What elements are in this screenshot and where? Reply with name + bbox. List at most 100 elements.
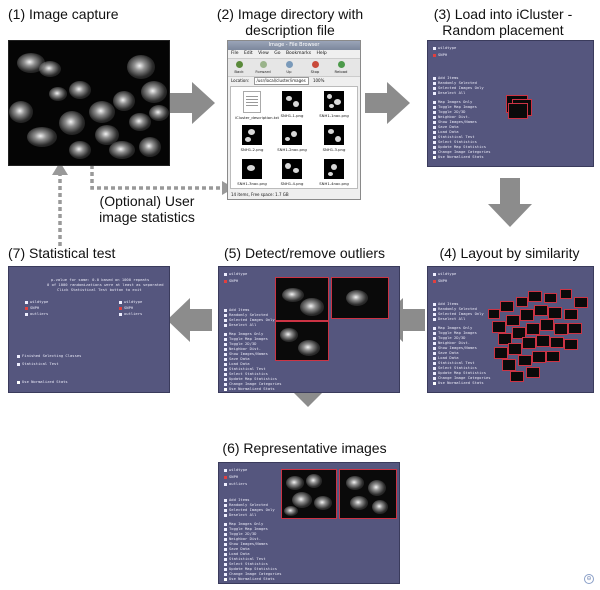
group-b-toggle[interactable]: SNPH <box>433 278 447 283</box>
stats-group-b-left[interactable]: SNPH <box>25 305 39 310</box>
image-thumbnail[interactable] <box>494 347 508 359</box>
image-thumbnail[interactable] <box>512 327 526 339</box>
image-thumbnail[interactable] <box>516 297 528 307</box>
menu-randomly-selected[interactable]: Randomly Selected <box>224 312 268 317</box>
menu-show-images[interactable]: Show Images/Names <box>224 351 268 356</box>
menu-deselect-all[interactable]: Deselect All <box>433 316 465 321</box>
menu-view[interactable]: View <box>258 51 269 56</box>
image-thumbnail[interactable] <box>532 351 546 363</box>
menu-save-data[interactable]: Save Data <box>224 356 250 361</box>
menu-map-images-only[interactable]: Map Images Only <box>433 99 472 104</box>
zoom-level[interactable]: 100% <box>312 78 325 83</box>
group-a-toggle[interactable]: wildtype <box>224 271 247 276</box>
file-item[interactable]: iCluster_description.txt <box>235 91 279 120</box>
group-a-toggle[interactable]: wildtype <box>433 45 456 50</box>
file-item[interactable]: SNH1-2.png <box>235 125 269 152</box>
menu-add-items[interactable]: Add Items <box>224 307 250 312</box>
menu-use-normalized-stats[interactable]: Use Normalized Stats <box>433 380 484 385</box>
group-b-toggle[interactable]: SNPH <box>224 474 238 479</box>
stats-outliers-right[interactable]: outliers <box>119 311 142 316</box>
menu-use-normalized-stats[interactable]: Use Normalized Stats <box>224 576 275 581</box>
menu-statistical-test[interactable]: Statistical Test <box>433 134 475 139</box>
file-item[interactable]: SNH1-3noc.png <box>235 159 269 186</box>
outliers-toggle[interactable]: outliers <box>224 481 247 486</box>
location-input[interactable]: /usr/local/cluster/images <box>253 77 309 85</box>
menu-save-data[interactable]: Save Data <box>433 350 459 355</box>
menu-neighbor-dist[interactable]: Neighbor Dist. <box>433 340 470 345</box>
group-a-toggle[interactable]: wildtype <box>433 271 456 276</box>
menu-selected-images-only[interactable]: Selected Images Only <box>433 85 484 90</box>
menu-neighbor-dist[interactable]: Neighbor Dist. <box>433 114 470 119</box>
menu-help[interactable]: Help <box>316 51 327 56</box>
menu-toggle-map-images[interactable]: Toggle Map Images <box>433 330 477 335</box>
menu-map-images-only[interactable]: Map Images Only <box>224 331 263 336</box>
file-item[interactable]: SNH1-4.png <box>275 159 309 186</box>
menu-neighbor-dist[interactable]: Neighbor Dist. <box>224 346 261 351</box>
menu-randomly-selected[interactable]: Randomly Selected <box>433 306 477 311</box>
image-thumbnail[interactable] <box>510 371 524 382</box>
menu-toggle-map-images[interactable]: Toggle Map Images <box>224 526 268 531</box>
menu-deselect-all[interactable]: Deselect All <box>433 90 465 95</box>
image-thumbnail[interactable] <box>536 335 550 347</box>
group-b-toggle[interactable]: SNPH <box>433 52 447 57</box>
file-item[interactable]: SNH1-3.png <box>317 125 351 152</box>
menu-change-image-categories[interactable]: Change Image Categories <box>433 375 491 380</box>
image-thumbnail[interactable] <box>526 367 540 378</box>
stats-group-b-right[interactable]: SNPH <box>119 305 133 310</box>
image-thumbnail[interactable] <box>548 307 562 319</box>
image-thumbnail[interactable] <box>518 355 532 366</box>
menu-update-map-statistics[interactable]: Update Map Statistics <box>433 144 486 149</box>
menu-show-images[interactable]: Show Images/Names <box>433 345 477 350</box>
image-thumbnail[interactable] <box>506 315 520 326</box>
image-thumbnail[interactable] <box>522 337 536 349</box>
menu-select-statistics[interactable]: Select Statistics <box>224 561 268 566</box>
use-normalized-stats-toggle[interactable]: Use Normalized Stats <box>17 379 68 384</box>
menu-toggle-2d3d[interactable]: Toggle 2D/3D <box>224 341 256 346</box>
menu-use-normalized-stats[interactable]: Use Normalized Stats <box>224 386 275 391</box>
menu-statistical-test[interactable]: Statistical Test <box>224 556 266 561</box>
menu-select-statistics[interactable]: Select Statistics <box>433 365 477 370</box>
menu-map-images-only[interactable]: Map Images Only <box>224 521 263 526</box>
image-thumbnail[interactable] <box>574 297 588 308</box>
menu-toggle-2d3d[interactable]: Toggle 2D/3D <box>433 109 465 114</box>
menu-statistical-test[interactable]: Statistical Test <box>224 366 266 371</box>
image-thumbnail[interactable] <box>544 293 557 303</box>
menu-deselect-all[interactable]: Deselect All <box>224 512 256 517</box>
menu-toggle-2d3d[interactable]: Toggle 2D/3D <box>224 531 256 536</box>
menu-selected-images-only[interactable]: Selected Images Only <box>433 311 484 316</box>
stats-outliers-left[interactable]: outliers <box>25 311 48 316</box>
up-button[interactable]: Up <box>280 61 298 74</box>
menu-update-map-statistics[interactable]: Update Map Statistics <box>224 566 277 571</box>
forward-button[interactable]: Forward <box>254 61 272 74</box>
image-thumbnail[interactable] <box>528 291 542 302</box>
menu-neighbor-dist[interactable]: Neighbor Dist. <box>224 536 261 541</box>
file-item[interactable]: SNH1-2noc.png <box>275 125 309 152</box>
image-thumbnail[interactable] <box>502 359 516 371</box>
menu-edit[interactable]: Edit <box>243 51 253 56</box>
menu-add-items[interactable]: Add Items <box>433 301 459 306</box>
menu-select-statistics[interactable]: Select Statistics <box>224 371 268 376</box>
menu-load-data[interactable]: Load Data <box>224 551 250 556</box>
menu-randomly-selected[interactable]: Randomly Selected <box>433 80 477 85</box>
menu-toggle-map-images[interactable]: Toggle Map Images <box>224 336 268 341</box>
menu-add-items[interactable]: Add Items <box>433 75 459 80</box>
menu-change-image-categories[interactable]: Change Image Categories <box>224 381 282 386</box>
menu-go[interactable]: Go <box>274 51 281 56</box>
menu-change-image-categories[interactable]: Change Image Categories <box>224 571 282 576</box>
back-button[interactable]: Back <box>230 61 248 74</box>
file-item[interactable]: SNH1-1.png <box>275 91 309 118</box>
menu-selected-images-only[interactable]: Selected Images Only <box>224 507 275 512</box>
image-thumbnail[interactable] <box>554 323 568 335</box>
file-item[interactable]: SNH1-4noc.png <box>317 159 351 186</box>
outlier-image[interactable] <box>275 321 329 361</box>
statistical-test-button[interactable]: Statistical Test <box>17 361 59 366</box>
image-thumbnail[interactable] <box>534 305 548 316</box>
stats-group-a-left[interactable]: wildtype <box>25 299 48 304</box>
image-thumbnail[interactable] <box>560 289 572 299</box>
image-thumbnail[interactable] <box>526 323 540 335</box>
image-thumbnail[interactable] <box>546 351 560 362</box>
menu-update-map-statistics[interactable]: Update Map Statistics <box>224 376 277 381</box>
stop-button[interactable]: Stop <box>306 61 324 74</box>
image-thumbnail[interactable] <box>492 321 506 333</box>
menu-toggle-2d3d[interactable]: Toggle 2D/3D <box>433 335 465 340</box>
